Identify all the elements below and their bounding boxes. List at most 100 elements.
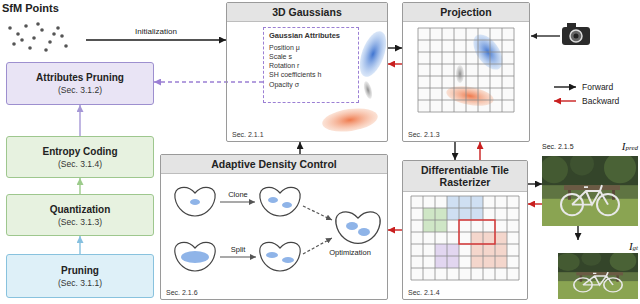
density-control-sketch xyxy=(303,206,332,220)
flow-arrow xyxy=(577,226,578,240)
gaussian-ellipses xyxy=(321,28,392,135)
label-holder: Split xyxy=(231,245,246,254)
sfm-points xyxy=(24,24,28,28)
flow-arrow xyxy=(454,142,455,160)
gaussian-ellipses xyxy=(321,105,380,135)
compression-box: Quantization (Sec. 3.1.3) xyxy=(6,194,154,236)
density-control-sketch xyxy=(282,257,294,263)
sfm-points xyxy=(64,44,68,48)
legend-sample xyxy=(552,82,578,92)
image-panel: Igt xyxy=(558,240,638,300)
node-text: (Sec. 3.1.3) xyxy=(58,217,102,227)
node-title: Quantization xyxy=(50,204,111,215)
sfm-points xyxy=(28,46,32,50)
tile-grid xyxy=(411,196,519,280)
density-control-sketch xyxy=(266,252,278,258)
legend: ForwardBackward xyxy=(552,80,619,108)
flow-arrow xyxy=(299,142,300,154)
projection-grid xyxy=(456,65,464,83)
node-title: Adaptive Density Control xyxy=(161,155,387,174)
legend-item: Forward xyxy=(552,80,619,94)
legend-arrow xyxy=(554,86,576,87)
sfm-points xyxy=(40,28,44,32)
flow-arrow xyxy=(528,203,542,204)
gaussian-ellipses xyxy=(354,28,391,81)
compression-box: Entropy Coding (Sec. 3.1.4) xyxy=(6,136,154,178)
node-title: Projection xyxy=(403,3,529,22)
density-control-sketch xyxy=(282,202,292,208)
density-control-sketch xyxy=(175,187,380,271)
sfm-points xyxy=(56,26,60,30)
density-control-sketch xyxy=(260,187,300,216)
edge-label: Initialization xyxy=(133,27,179,36)
sketch-label: Clone xyxy=(228,190,248,199)
node-title: Entropy Coding xyxy=(43,146,118,157)
density-control-sketch xyxy=(220,256,256,257)
attribute-box: Gaussian AttributesPosition μScale sRota… xyxy=(263,27,359,103)
projection-grid xyxy=(418,28,514,112)
node-text: SH coefficients h xyxy=(269,70,353,79)
projection-grid xyxy=(445,83,495,109)
camera-icon xyxy=(562,23,590,45)
flow-arrow xyxy=(388,47,402,48)
label-holder: Clone xyxy=(228,190,248,199)
points-label: SfM Points xyxy=(2,2,86,54)
edge-label-holder: Initialization xyxy=(133,27,179,37)
sfm-points xyxy=(20,38,24,42)
sketch-label: Optimization xyxy=(329,248,371,257)
node-text: (Sec. 3.1.4) xyxy=(58,159,102,169)
gaussian-ellipses xyxy=(362,80,373,99)
node-title: Attributes Pruning xyxy=(36,72,124,83)
sfm-points xyxy=(36,22,40,26)
sfm-points xyxy=(8,22,68,52)
density-control-sketch xyxy=(190,199,200,205)
density-control-sketch xyxy=(181,251,209,263)
density-control-sketch xyxy=(260,242,300,271)
density-control-sketch xyxy=(220,201,255,202)
sfm-points xyxy=(12,42,16,46)
sfm-points xyxy=(60,34,64,38)
node-text: Sec. 2.1.1 xyxy=(227,131,387,141)
rendered-image xyxy=(540,152,638,226)
label-holder: Optimization xyxy=(329,248,371,257)
node-text: Sec. 2.1.6 xyxy=(161,289,387,299)
density-control-sketch xyxy=(175,187,380,271)
flow-arrow xyxy=(528,183,542,184)
projection-grid xyxy=(418,28,514,112)
legend-sample xyxy=(552,96,578,106)
sfm-points xyxy=(8,26,12,30)
density-control-sketch xyxy=(303,238,332,254)
node-title: Differentiable Tile Rasterizer xyxy=(403,161,527,192)
flow-arrow xyxy=(79,105,80,136)
node-title: SfM Points xyxy=(2,2,86,14)
node-text: (Sec. 3.1.2) xyxy=(58,85,102,95)
flow-arrow xyxy=(79,178,80,194)
density-control-sketch xyxy=(268,197,278,203)
stage-panel: ProjectionSec. 2.1.3 xyxy=(402,2,530,142)
flow-arrow xyxy=(86,39,226,40)
camera-icon xyxy=(570,30,582,42)
node-text: Scale s xyxy=(269,52,353,61)
flow-arrow xyxy=(154,81,263,82)
node-title: Igt xyxy=(629,240,638,252)
node-text: Sec. 2.1.4 xyxy=(403,289,527,299)
compression-box: Pruning(Sec. 3.1.1) xyxy=(6,254,154,298)
node-text: Rotation r xyxy=(269,61,353,70)
node-title: Gaussian Attributes xyxy=(269,31,353,41)
node-title: Sec. 2.1.5 xyxy=(542,140,574,150)
legend-text: Backward xyxy=(582,96,619,106)
compression-box: Attributes Pruning (Sec. 3.1.2) xyxy=(6,62,154,105)
density-control-sketch xyxy=(175,187,215,216)
tile-grid xyxy=(411,196,519,280)
sfm-points xyxy=(52,32,56,36)
flow-arrow xyxy=(388,63,402,64)
flow-arrow xyxy=(388,229,402,230)
legend-text: Forward xyxy=(582,82,613,92)
legend-item: Backward xyxy=(552,94,619,108)
node-text: (Sec. 3.1.1) xyxy=(58,278,102,288)
node-text: Position μ xyxy=(269,43,353,52)
density-control-sketch xyxy=(346,222,358,230)
density-control-sketch xyxy=(358,228,370,236)
node-title: 3D Gaussians xyxy=(227,3,387,22)
